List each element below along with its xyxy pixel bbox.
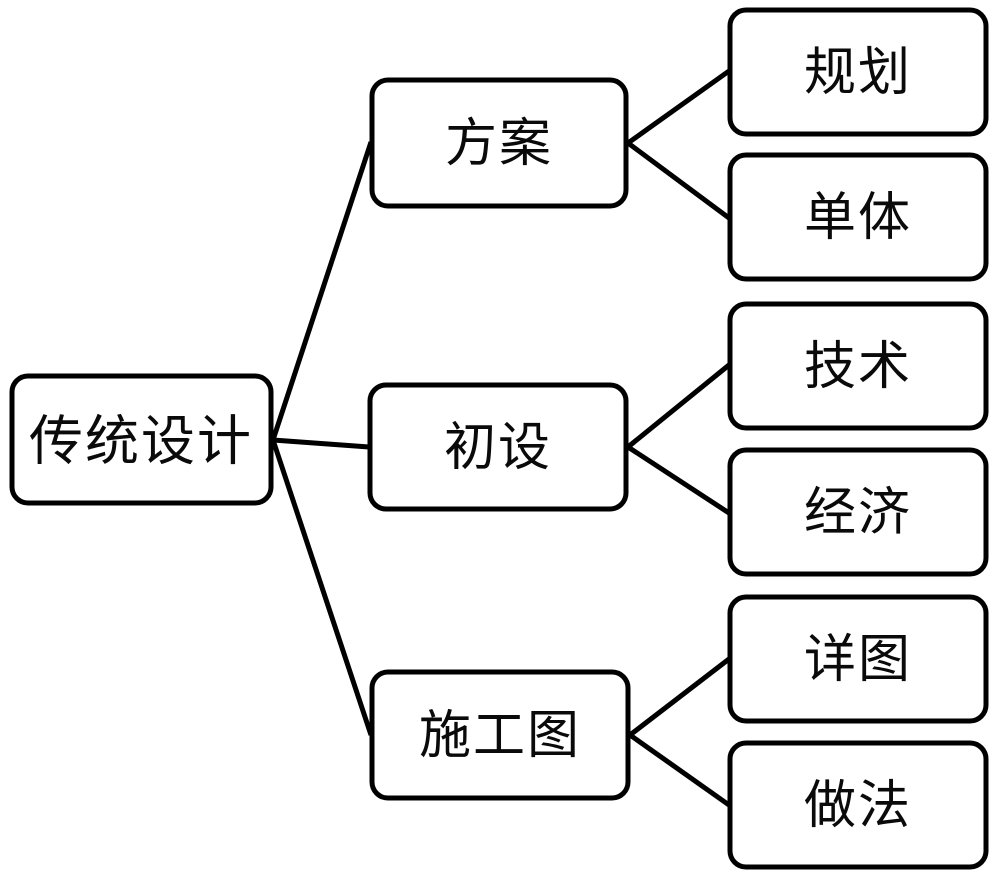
node-leaf-2-1-label: 技术 — [804, 337, 912, 397]
node-leaf-1-1[interactable]: 规划 — [727, 7, 989, 137]
node-branch-1[interactable]: 方案 — [369, 77, 629, 209]
node-leaf-2-2[interactable]: 经济 — [727, 447, 989, 577]
node-leaf-3-1[interactable]: 详图 — [727, 594, 989, 724]
node-root[interactable]: 传统设计 — [9, 373, 274, 506]
node-branch-1-label: 方案 — [445, 114, 553, 174]
node-leaf-1-2-label: 单体 — [804, 188, 912, 248]
node-branch-1-box[interactable] — [369, 77, 629, 209]
node-leaf-2-1-box[interactable] — [727, 301, 989, 431]
node-leaf-1-1-label: 规划 — [804, 43, 912, 103]
node-root-label: 传统设计 — [29, 410, 253, 473]
connector-branch-2-to-leaf-2-1 — [626, 363, 731, 449]
connector-branch-3-to-leaf-3-1 — [628, 657, 731, 737]
node-leaf-2-2-label: 经济 — [804, 483, 912, 543]
connector-branch-1-to-leaf-1-2 — [626, 140, 731, 221]
node-leaf-3-1-box[interactable] — [727, 594, 989, 724]
node-leaf-3-1-label: 详图 — [804, 630, 912, 690]
node-branch-2-box[interactable] — [367, 382, 629, 512]
connector-root-to-branch-3 — [270, 439, 374, 736]
connector-root-to-branch-2 — [272, 437, 370, 450]
node-branch-3[interactable]: 施工图 — [369, 669, 631, 801]
node-leaf-3-2-box[interactable] — [727, 740, 989, 870]
node-leaf-1-2[interactable]: 单体 — [727, 152, 989, 282]
connector-root-to-branch-1 — [270, 141, 374, 441]
node-leaf-3-2-label: 做法 — [804, 776, 912, 836]
node-branch-2-label: 初设 — [444, 418, 552, 478]
node-leaf-2-1[interactable]: 技术 — [727, 301, 989, 431]
connector-branch-2-to-leaf-2-2 — [626, 444, 731, 516]
connector-group-branch-1 — [626, 68, 731, 221]
node-branch-2[interactable]: 初设 — [367, 382, 629, 512]
connector-group-branch-3 — [628, 657, 731, 808]
connector-group-branch-2 — [626, 363, 731, 516]
node-leaf-2-2-box[interactable] — [727, 447, 989, 577]
node-leaf-1-1-box[interactable] — [727, 7, 989, 137]
connector-group-root — [270, 141, 374, 736]
connector-branch-1-to-leaf-1-1 — [626, 68, 731, 146]
node-leaf-3-2[interactable]: 做法 — [727, 740, 989, 870]
connector-branch-3-to-leaf-3-2 — [628, 732, 731, 808]
node-branch-3-label: 施工图 — [419, 706, 581, 766]
node-root-box[interactable] — [9, 373, 274, 506]
node-branch-3-box[interactable] — [369, 669, 631, 801]
node-leaf-1-2-box[interactable] — [727, 152, 989, 282]
